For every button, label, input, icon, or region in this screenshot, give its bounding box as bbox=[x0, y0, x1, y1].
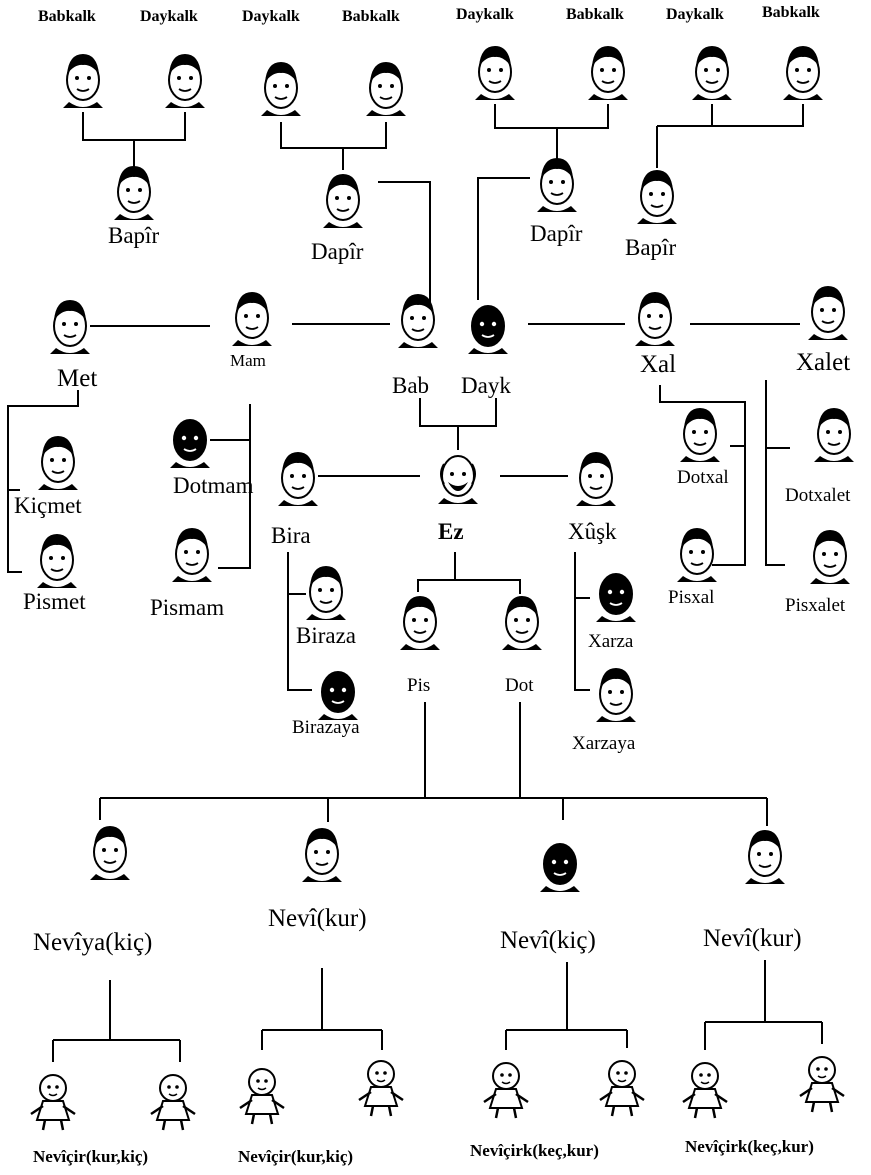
label-nevicir-2: Nevîçir(kur,kiç) bbox=[238, 1147, 354, 1166]
man-icon bbox=[399, 595, 441, 651]
header-daykalk-4: Daykalk bbox=[666, 6, 724, 23]
label-dotxalet: Dotxalet bbox=[785, 485, 851, 506]
old-man-bearded-icon bbox=[62, 53, 104, 109]
veiled-woman-icon bbox=[691, 45, 733, 101]
man-with-turban-icon bbox=[397, 293, 439, 349]
man-with-beard-icon bbox=[277, 451, 319, 507]
girl-icon bbox=[89, 825, 131, 881]
old-man-icon bbox=[587, 45, 629, 101]
baby-icon bbox=[681, 1061, 729, 1120]
label-met: Met bbox=[57, 365, 98, 392]
label-xusk: Xûşk bbox=[568, 519, 617, 544]
header-daykalk-3: Daykalk bbox=[456, 6, 514, 23]
dark-haired-woman-icon bbox=[467, 305, 509, 355]
label-bapir-paternal: Bapîr bbox=[108, 223, 160, 248]
header-daykalk-2: Daykalk bbox=[242, 8, 300, 25]
grandmother-icon bbox=[322, 173, 364, 229]
label-mam: Mam bbox=[230, 351, 266, 370]
man-with-beard-icon bbox=[636, 169, 678, 225]
label-xarza: Xarza bbox=[588, 631, 634, 652]
label-pisxal: Pisxal bbox=[668, 587, 715, 608]
label-nevi-kur-2: Nevî(kur) bbox=[703, 925, 802, 952]
woman-with-hat-icon bbox=[260, 61, 302, 117]
label-nevicirk-1: Nevîçirk(keç,kur) bbox=[470, 1141, 599, 1160]
woman-icon bbox=[813, 407, 855, 463]
bearded-man-icon bbox=[782, 45, 824, 101]
woman-icon bbox=[501, 595, 543, 651]
label-ez: Ez bbox=[438, 519, 464, 544]
dark-skinned-girl-icon bbox=[539, 843, 581, 893]
label-dotxal: Dotxal bbox=[677, 467, 729, 488]
label-xalet: Xalet bbox=[796, 349, 851, 376]
label-pismam: Pismam bbox=[150, 595, 225, 620]
woman-with-feathered-hat-icon bbox=[49, 299, 91, 355]
label-bapir-maternal: Bapîr bbox=[625, 235, 677, 260]
header-daykalk-1: Daykalk bbox=[140, 8, 198, 25]
woman-with-headscarf-icon bbox=[474, 45, 516, 101]
woman-with-headscarf-icon bbox=[595, 667, 637, 723]
header-babkalk-3: Babkalk bbox=[566, 6, 624, 23]
label-pis: Pis bbox=[407, 675, 431, 696]
woman-with-long-hair-icon bbox=[317, 671, 359, 721]
boy-icon bbox=[809, 529, 851, 585]
label-birazaya: Birazaya bbox=[292, 717, 360, 738]
label-dayk: Dayk bbox=[461, 373, 511, 398]
baby-icon bbox=[598, 1059, 646, 1118]
dark-skinned-man-icon bbox=[595, 573, 637, 623]
toddler-icon bbox=[29, 1073, 77, 1132]
label-neviya-kic: Nevîya(kiç) bbox=[33, 929, 153, 956]
label-dapir-paternal: Dapîr bbox=[311, 239, 364, 264]
label-bab: Bab bbox=[392, 373, 430, 398]
man-with-cane-icon bbox=[365, 61, 407, 117]
label-dapir-maternal: Dapîr bbox=[530, 221, 583, 246]
label-nevi-kur-1: Nevî(kur) bbox=[268, 905, 367, 932]
header-babkalk-2: Babkalk bbox=[342, 8, 400, 25]
veiled-woman-icon bbox=[169, 419, 211, 469]
label-dot: Dot bbox=[505, 675, 534, 696]
woman-with-sunglasses-icon bbox=[575, 451, 617, 507]
grandfather-icon bbox=[113, 165, 155, 221]
label-biraza: Biraza bbox=[296, 623, 357, 648]
ego-bald-sunglasses-icon bbox=[437, 455, 479, 505]
man-with-cigar-icon bbox=[231, 291, 273, 347]
old-woman-icon bbox=[164, 53, 206, 109]
woman-with-glasses-icon bbox=[536, 157, 578, 213]
man-with-mustache-icon bbox=[676, 527, 718, 583]
label-bira: Bira bbox=[271, 523, 311, 548]
man-with-glasses-icon bbox=[171, 527, 213, 583]
boy-icon bbox=[36, 533, 78, 589]
label-nevicir-1: Nevîçir(kur,kiç) bbox=[33, 1147, 149, 1166]
laughing-boy-icon bbox=[301, 827, 343, 883]
header-babkalk-4: Babkalk bbox=[762, 4, 820, 21]
label-xal: Xal bbox=[640, 351, 677, 378]
toddler-icon bbox=[482, 1061, 530, 1120]
smiling-boy-icon bbox=[744, 829, 786, 885]
curly-haired-woman-icon bbox=[679, 407, 721, 463]
girl-icon bbox=[37, 435, 79, 491]
long-haired-woman-icon bbox=[807, 285, 849, 341]
label-pisxalet: Pisxalet bbox=[785, 595, 846, 616]
connector-lines bbox=[7, 104, 823, 1062]
portraits bbox=[29, 45, 855, 1132]
label-kicmet: Kiçmet bbox=[14, 493, 82, 518]
toddler-icon bbox=[357, 1059, 405, 1118]
toddler-icon bbox=[238, 1067, 286, 1126]
label-nevi-kic: Nevî(kiç) bbox=[500, 927, 596, 954]
label-pismet: Pismet bbox=[23, 589, 86, 614]
label-dotmam: Dotmam bbox=[173, 473, 254, 498]
man-icon bbox=[305, 565, 347, 621]
header-babkalk-1: Babkalk bbox=[38, 8, 96, 25]
toddler-icon bbox=[149, 1073, 197, 1132]
man-with-top-hat-icon bbox=[634, 291, 676, 347]
label-xarzaya: Xarzaya bbox=[572, 733, 636, 754]
label-nevicirk-2: Nevîçirk(keç,kur) bbox=[685, 1137, 814, 1156]
baby-icon bbox=[798, 1055, 846, 1114]
